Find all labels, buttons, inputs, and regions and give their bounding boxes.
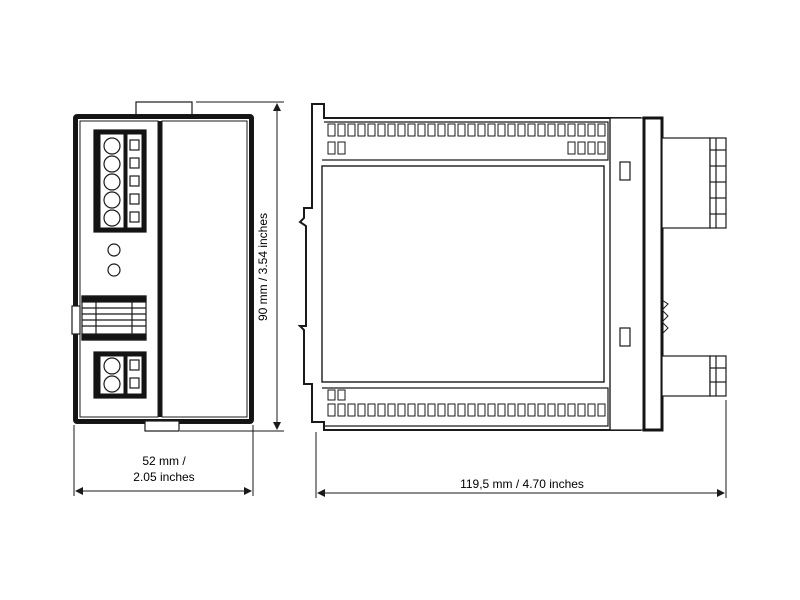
led-indicator: [107, 243, 121, 257]
top-terminal-block: [93, 129, 147, 233]
side-front-housing: [609, 117, 663, 431]
terminal-screw: [103, 375, 121, 393]
connector-band: [71, 295, 147, 341]
bottom-terminal-block: [93, 351, 147, 399]
terminal-screw: [103, 357, 121, 375]
side-label-area: [321, 165, 605, 383]
dimension-lines: [73, 101, 727, 498]
top-vent-slots: [327, 123, 606, 155]
front-cover-panel: [161, 120, 248, 418]
width-dimension-label: 52 mm / 2.05 inches: [76, 453, 252, 485]
led-indicator: [107, 263, 121, 277]
side-bottom-connector: [661, 355, 727, 397]
width-label-line1: 52 mm /: [142, 454, 186, 468]
side-housing-outline: [297, 103, 641, 431]
terminal-screw: [103, 209, 121, 227]
terminal-screw: [103, 137, 121, 155]
terminal-screw: [103, 191, 121, 209]
front-top-tab: [135, 101, 193, 116]
terminal-screw: [103, 173, 121, 191]
front-left-panel: [79, 120, 159, 418]
bottom-vent-slots: [327, 389, 606, 417]
front-view: [71, 101, 254, 432]
height-dimension-label: 90 mm / 3.54 inches: [256, 212, 270, 322]
depth-dimension-label: 119,5 mm / 4.70 inches: [460, 477, 584, 491]
width-label-line2: 2.05 inches: [133, 470, 195, 484]
side-top-connector: [661, 137, 727, 229]
side-view: [297, 103, 727, 432]
front-bottom-latch: [144, 420, 180, 432]
terminal-screw: [103, 155, 121, 173]
